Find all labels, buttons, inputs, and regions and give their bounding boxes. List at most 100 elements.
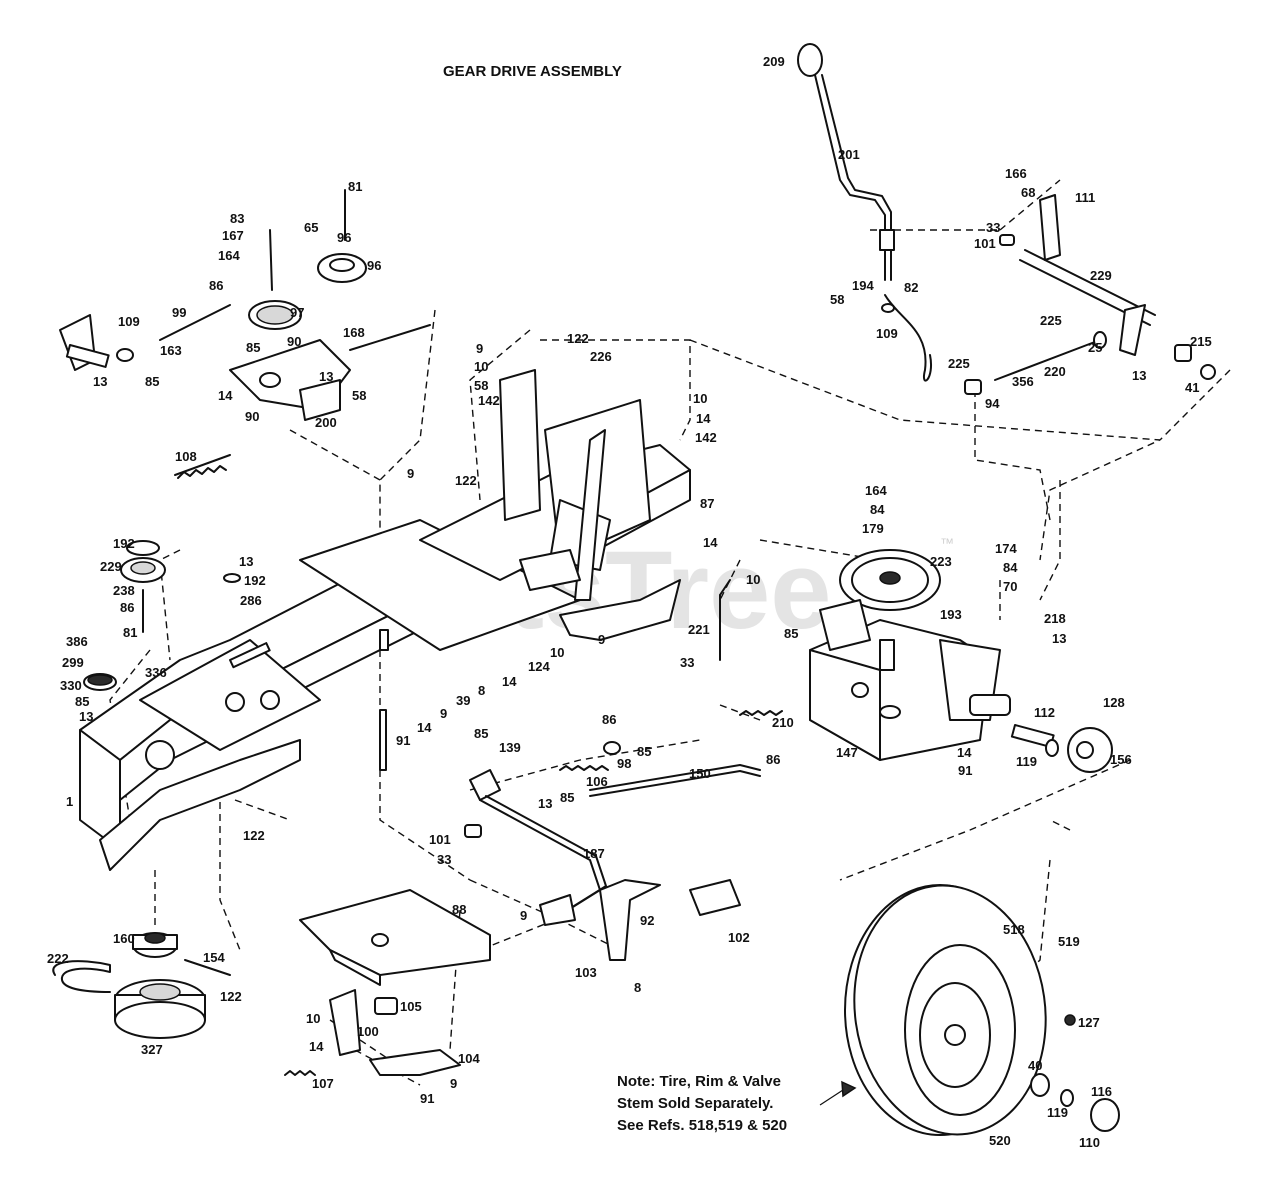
callout-14: 14 xyxy=(309,1039,324,1054)
callout-90: 90 xyxy=(287,334,301,349)
callout-13: 13 xyxy=(319,369,333,384)
callout-9: 9 xyxy=(476,341,483,356)
callout-105: 105 xyxy=(400,999,422,1014)
electric-pto-clutch xyxy=(52,932,231,1039)
callout-14: 14 xyxy=(502,674,517,689)
callout-107: 107 xyxy=(312,1076,334,1091)
callout-299: 299 xyxy=(62,655,84,670)
callout-518: 518 xyxy=(1003,922,1025,937)
callout-33: 33 xyxy=(437,852,451,867)
callout-192: 192 xyxy=(113,536,135,551)
callout-1: 1 xyxy=(66,794,73,809)
callout-9: 9 xyxy=(440,706,447,721)
callout-194: 194 xyxy=(852,278,874,293)
diagram-title: GEAR DRIVE ASSEMBLY xyxy=(443,63,622,80)
callout-106: 106 xyxy=(586,774,608,789)
callout-86: 86 xyxy=(120,600,134,615)
callout-336: 336 xyxy=(145,665,167,680)
callout-109: 109 xyxy=(118,314,140,329)
callout-222: 222 xyxy=(47,951,69,966)
callout-154: 154 xyxy=(203,950,225,965)
callout-174: 174 xyxy=(995,541,1017,556)
callout-238: 238 xyxy=(113,583,135,598)
callout-520: 520 xyxy=(989,1133,1011,1148)
callout-330: 330 xyxy=(60,678,82,693)
callout-229: 229 xyxy=(100,559,122,574)
callout-122: 122 xyxy=(220,989,242,1004)
callout-221: 221 xyxy=(688,622,710,637)
callout-386: 386 xyxy=(66,634,88,649)
callout-286: 286 xyxy=(240,593,262,608)
callout-100: 100 xyxy=(357,1024,379,1039)
callout-83: 83 xyxy=(230,211,244,226)
callout-85: 85 xyxy=(560,790,574,805)
callout-223: 223 xyxy=(930,554,952,569)
callout-166: 166 xyxy=(1005,166,1027,181)
callout-13: 13 xyxy=(93,374,107,389)
callout-218: 218 xyxy=(1044,611,1066,626)
callout-99: 99 xyxy=(172,305,186,320)
callout-58: 58 xyxy=(830,292,844,307)
callout-164: 164 xyxy=(218,248,240,263)
callout-10: 10 xyxy=(474,359,488,374)
callout-9: 9 xyxy=(520,908,527,923)
callout-116: 116 xyxy=(1091,1084,1112,1099)
callout-84: 84 xyxy=(870,502,885,517)
callout-168: 168 xyxy=(343,325,365,340)
callout-124: 124 xyxy=(528,659,550,674)
callout-65: 65 xyxy=(304,220,318,235)
callout-10: 10 xyxy=(746,572,760,587)
callout-86: 86 xyxy=(602,712,616,727)
callout-85: 85 xyxy=(637,744,651,759)
callout-10: 10 xyxy=(306,1011,320,1026)
callout-14: 14 xyxy=(696,411,711,426)
callout-41: 41 xyxy=(1185,380,1199,395)
callout-10: 10 xyxy=(693,391,707,406)
callout-8: 8 xyxy=(478,683,485,698)
callout-85: 85 xyxy=(474,726,488,741)
callout-220: 220 xyxy=(1044,364,1066,379)
callout-82: 82 xyxy=(904,280,918,295)
callout-122: 122 xyxy=(455,473,477,488)
callout-14: 14 xyxy=(703,535,718,550)
callout-201: 201 xyxy=(838,147,860,162)
note-line-2: Stem Sold Separately. xyxy=(617,1095,773,1112)
callout-13: 13 xyxy=(1132,368,1146,383)
callout-13: 13 xyxy=(538,796,552,811)
callout-90: 90 xyxy=(245,409,259,424)
callout-209: 209 xyxy=(763,54,785,69)
callout-127: 127 xyxy=(1078,1015,1100,1030)
callout-25: 25 xyxy=(1088,340,1102,355)
callout-139: 139 xyxy=(499,740,521,755)
callout-109: 109 xyxy=(876,326,898,341)
callout-111: 111 xyxy=(1075,190,1095,205)
callout-70: 70 xyxy=(1003,579,1017,594)
callout-156: 156 xyxy=(1110,752,1132,767)
callout-58: 58 xyxy=(474,378,488,393)
callout-142: 142 xyxy=(695,430,717,445)
callout-142: 142 xyxy=(478,393,500,408)
callout-85: 85 xyxy=(75,694,89,709)
callout-102: 102 xyxy=(728,930,750,945)
callout-103: 103 xyxy=(575,965,597,980)
callout-356: 356 xyxy=(1012,374,1034,389)
callout-81: 81 xyxy=(348,179,362,194)
callout-101: 101 xyxy=(429,832,451,847)
callout-215: 215 xyxy=(1190,334,1212,349)
callout-labels: 209 201 166 111 68 33 101 229 194 82 58 … xyxy=(47,54,1212,1150)
callout-160: 160 xyxy=(113,931,135,946)
callout-86: 86 xyxy=(209,278,223,293)
callout-519: 519 xyxy=(1058,934,1080,949)
shift-shaft-assembly xyxy=(964,194,1216,395)
callout-84: 84 xyxy=(1003,560,1018,575)
callout-163: 163 xyxy=(160,343,182,358)
callout-167: 167 xyxy=(222,228,244,243)
note-line-3: See Refs. 518,519 & 520 xyxy=(617,1117,787,1134)
callout-97: 97 xyxy=(290,305,304,320)
callout-122: 122 xyxy=(567,331,589,346)
callout-13: 13 xyxy=(1052,631,1066,646)
callout-88: 88 xyxy=(452,902,466,917)
callout-85: 85 xyxy=(246,340,260,355)
watermark-trademark: ™ xyxy=(940,535,954,551)
